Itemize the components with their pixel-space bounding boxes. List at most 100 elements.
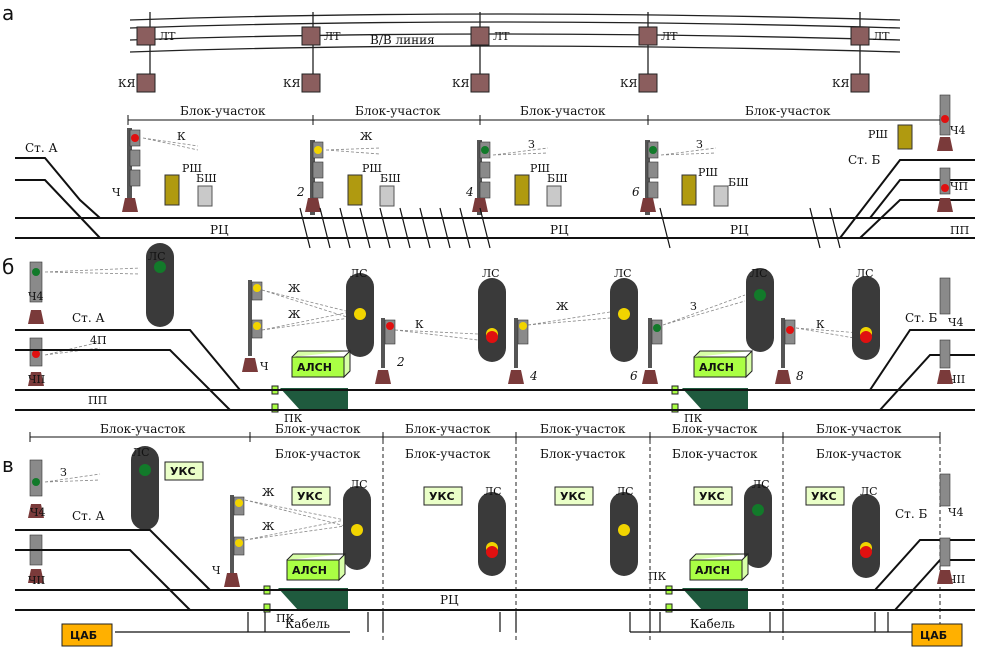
aspect-z-b: З (690, 300, 697, 313)
signal-chi-v-right (937, 537, 953, 584)
alsn-box-b2: АЛСН (693, 349, 753, 379)
ch4-b-right: Ч4 (948, 316, 964, 329)
station-a-v: Ст. А (72, 509, 105, 523)
track-4p-b: 4П (90, 334, 107, 347)
signal-name-4-b: 4 (529, 369, 538, 383)
svg-text:Блок-участок: Блок-участок (672, 447, 758, 461)
locomotive-v1 (278, 588, 348, 610)
track-pp-b: ПП (88, 394, 107, 407)
signal-ch-b (242, 280, 263, 372)
svg-text:ЛТ: ЛТ (159, 30, 176, 43)
svg-text:Блок-участок: Блок-участок (275, 447, 361, 461)
signal-chi-b-right (937, 339, 953, 384)
signal-chp-a (937, 167, 953, 212)
svg-text:Блок-участок: Блок-участок (405, 447, 491, 461)
pk-v1-label: ПК (276, 612, 295, 625)
signal-ch-v (224, 495, 245, 587)
uks-box-2: УКС (291, 486, 331, 506)
block-label-a2: Блок-участок (355, 104, 441, 118)
ch4-v-right: Ч4 (948, 506, 964, 519)
chi-b-label: ЧІІ (28, 373, 45, 386)
svg-text:Блок-участок: Блок-участок (816, 447, 902, 461)
aspect-z-a2: З (696, 138, 703, 151)
signal-4-b (508, 318, 529, 384)
ciab-right: ЦАБ (911, 623, 963, 647)
svg-text:КЯ: КЯ (283, 77, 301, 90)
aspect-k-b1: К (415, 318, 424, 331)
tracks-a (15, 157, 975, 239)
relay-column-2: ЛТ КЯ (283, 26, 341, 93)
svg-text:УКС: УКС (811, 490, 837, 503)
rc-a3: РЦ (730, 223, 749, 237)
bsh-1: БШ (196, 172, 217, 185)
station-b-b: Ст. Б (905, 311, 937, 325)
block-label-a1: Блок-участок (180, 104, 266, 118)
ls-b4: ЛС (614, 267, 632, 280)
relay-column-1: ЛТ КЯ (118, 26, 176, 93)
ls-v5: ЛС (752, 478, 770, 491)
svg-text:УКС: УКС (297, 490, 323, 503)
rsh-4: РШ (698, 166, 718, 179)
block-label-a4: Блок-участок (745, 104, 831, 118)
svg-text:ЛТ: ЛТ (661, 30, 678, 43)
locomotive-b2 (682, 388, 748, 410)
block-label-b1: Блок-участок (100, 422, 186, 436)
ch-b-label: Ч (260, 360, 269, 373)
signal-beams-a (142, 137, 717, 156)
aspect-zh-a: Ж (360, 130, 373, 143)
relay-column-5: ЛТ КЯ (832, 26, 890, 93)
cab-signal-1-v (131, 446, 159, 530)
ch4-a: Ч4 (950, 124, 966, 137)
ls-v1: ЛС (132, 446, 150, 459)
rc-v: РЦ (440, 593, 459, 607)
signal-8-b (775, 318, 796, 384)
rsh-5: РШ (868, 128, 888, 141)
block-label-b6: Блок-участок (816, 422, 902, 436)
signal-name-2-b: 2 (396, 355, 405, 369)
cable-v (115, 612, 912, 633)
chp-a: ЧП (950, 180, 968, 193)
signal-beams-v (44, 473, 346, 541)
svg-text:УКС: УКС (170, 465, 196, 478)
ls-b1: ЛС (148, 250, 166, 263)
panel-label-b: б (2, 255, 14, 279)
rsh-1: РШ (182, 162, 202, 175)
aspect-zh-v2: Ж (262, 520, 275, 533)
station-a-b: Ст. А (72, 311, 105, 325)
rsh-3: РШ (530, 162, 550, 175)
rail-joints-a (299, 207, 841, 249)
block-labels-v: Блок-участок Блок-участок Блок-участок Б… (275, 447, 902, 461)
svg-text:АЛСН: АЛСН (695, 564, 730, 577)
block-label-b3: Блок-участок (405, 422, 491, 436)
vv-line-label: В/В линия (370, 33, 435, 47)
overhead-line (129, 12, 901, 92)
locomotive-b1 (280, 388, 348, 410)
locomotive-v2 (682, 588, 748, 610)
uks-box-3: УКС (423, 486, 463, 506)
aspect-zh-v1: Ж (262, 486, 275, 499)
cable-label-v1: Кабель (285, 617, 330, 631)
signal-ch-a (122, 127, 141, 212)
signal-name-8-b: 8 (796, 369, 804, 383)
station-a-a: Ст. А (25, 141, 58, 155)
chi-v-label: ЧІІ (28, 574, 45, 587)
alsn-box-v1: АЛСН (286, 552, 346, 582)
aspect-zh-b1: Ж (288, 282, 301, 295)
ls-b6: ЛС (856, 267, 874, 280)
dashed-dividers-v (382, 440, 941, 640)
cab-signal-4-b (610, 278, 638, 362)
cab-signal-3-b (478, 278, 506, 362)
cable-label-v2: Кабель (690, 617, 735, 631)
ls-b2: ЛС (350, 267, 368, 280)
svg-text:ЛТ: ЛТ (324, 30, 341, 43)
aspect-k-b2: К (816, 318, 825, 331)
ls-b5: ЛС (750, 267, 768, 280)
cab-signal-6-b (852, 276, 880, 360)
block-label-b2: Блок-участок (275, 422, 361, 436)
tracks-b (15, 329, 975, 411)
svg-text:КЯ: КЯ (118, 77, 136, 90)
pk-b2-label: ПК (684, 412, 703, 425)
svg-text:ЦАБ: ЦАБ (920, 629, 947, 642)
signal-ch4-b-right (939, 277, 951, 315)
uks-box-4: УКС (554, 486, 594, 506)
